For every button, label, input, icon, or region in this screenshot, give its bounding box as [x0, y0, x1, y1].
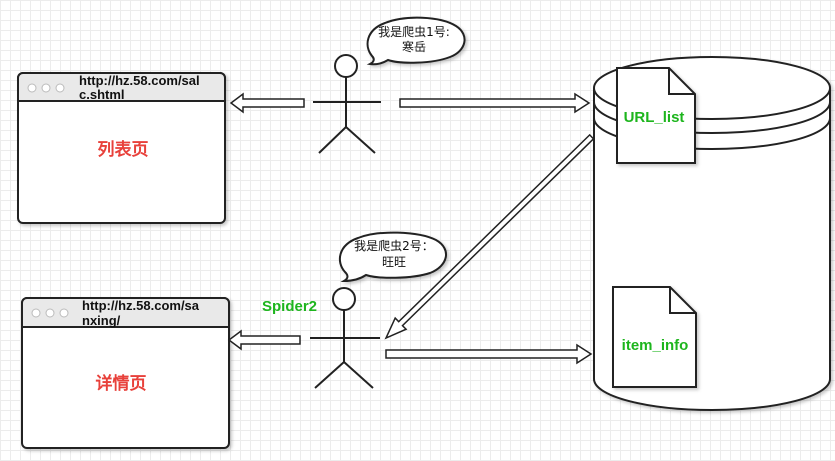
bubble-text-line2: 寒岳: [402, 39, 426, 54]
bubble-text-line1: 我是爬虫1号:: [378, 25, 450, 39]
browser-page-label: 列表页: [98, 139, 149, 159]
browser-url-line1: http://hz.58.com/sal: [79, 73, 200, 88]
spider2-label: Spider2: [262, 298, 317, 315]
arrow-left-to-detail-page: [227, 329, 301, 351]
window-dots: [31, 308, 69, 318]
browser-window-list-page: [17, 72, 226, 224]
speech-bubble: [366, 16, 466, 66]
arrow-right-to-database: [399, 92, 591, 114]
arrow-right-to-database: [385, 343, 593, 365]
browser-window-detail-page: [21, 297, 230, 449]
spider2-figure: [310, 287, 380, 389]
browser-url-line1: http://hz.58.com/sa: [82, 298, 200, 313]
speech-bubble: [338, 231, 447, 283]
document-icon: [616, 67, 696, 164]
browser-page-label: 详情页: [96, 373, 147, 393]
arrow-diagonal-to-spider2: [384, 133, 595, 340]
browser-url-line2: c.shtml: [79, 87, 125, 102]
spider1-figure: [313, 54, 381, 154]
document-icon: [612, 286, 697, 388]
document-label: item_info: [622, 337, 689, 354]
window-dots: [27, 83, 65, 93]
browser-url-line2: nxing/: [82, 313, 121, 328]
arrow-left-to-list-page: [229, 92, 305, 114]
document-label: URL_list: [624, 109, 685, 126]
bubble-text-line2: 旺旺: [382, 255, 406, 269]
bubble-text-line1: 我是爬虫2号：: [354, 239, 434, 253]
